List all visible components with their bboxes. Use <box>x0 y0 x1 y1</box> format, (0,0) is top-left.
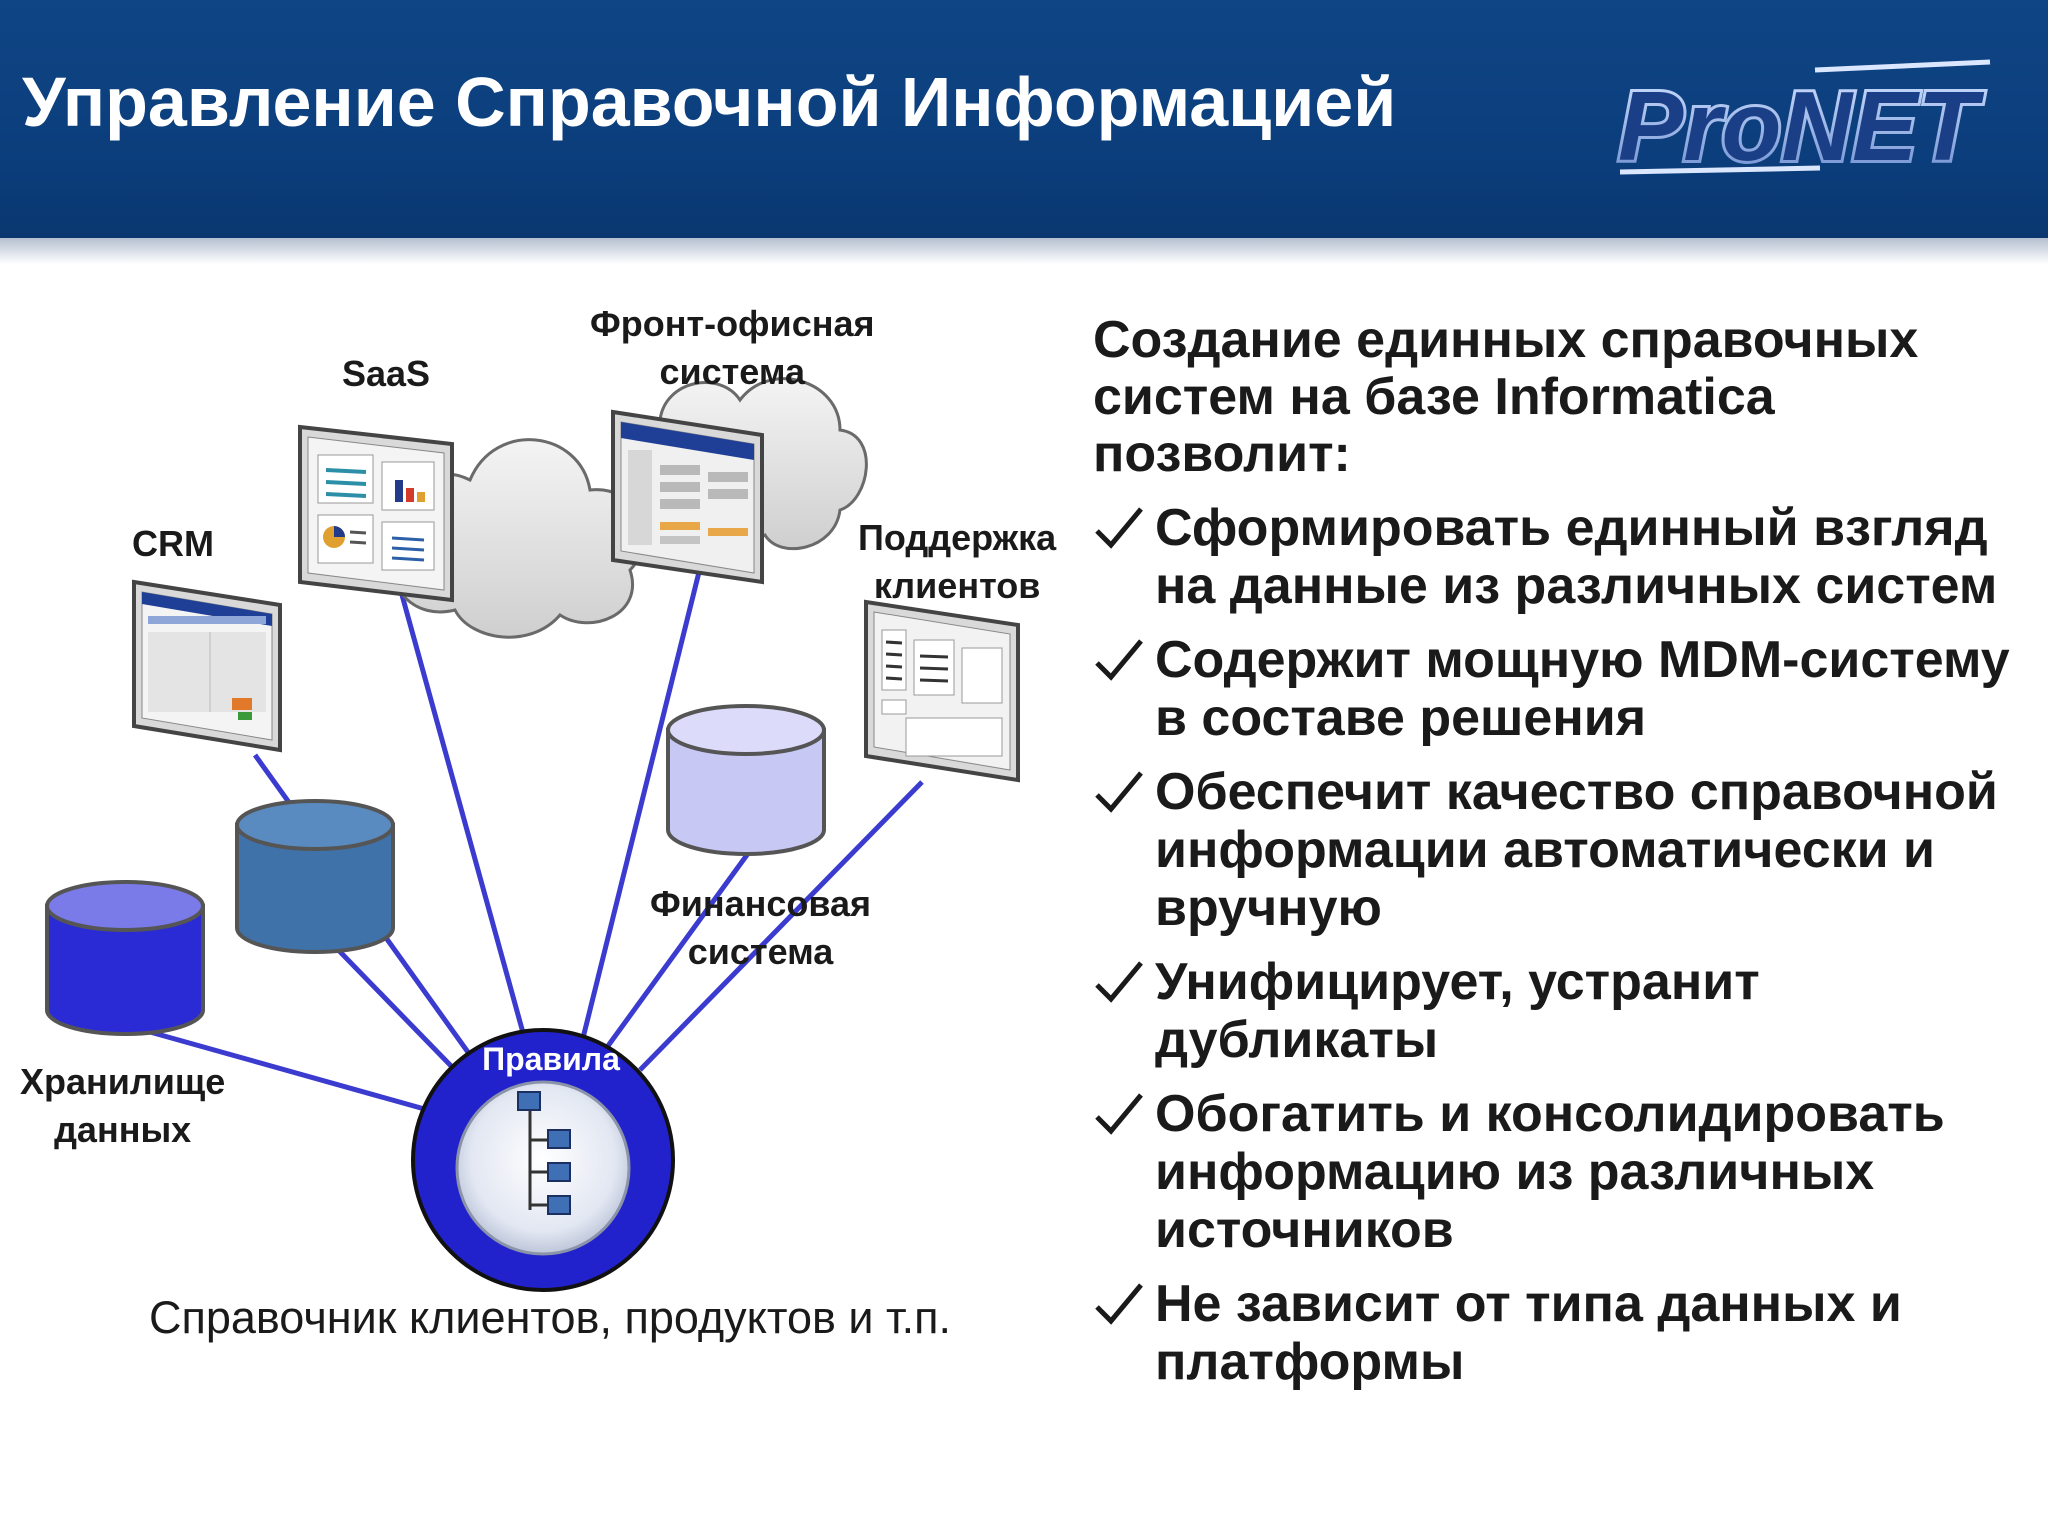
connector-saas <box>399 594 528 1041</box>
system-diagram: Правила SaaS Фронт-офисная система CRM П… <box>0 270 1090 1400</box>
checkmark-icon <box>1095 961 1143 1003</box>
header-bar <box>0 0 2048 238</box>
database-light-icon <box>666 704 826 856</box>
label-warehouse: Хранилище данных <box>20 1061 226 1150</box>
label-support: Поддержка клиентов <box>858 517 1057 606</box>
dashboard-screen-icon <box>298 424 454 603</box>
connector-support <box>638 780 924 1072</box>
hierarchy-icon <box>517 1091 571 1215</box>
database-warehouse-icon <box>45 880 205 1036</box>
checkmark-icon <box>1095 507 1143 549</box>
rules-hub: Правила <box>411 1028 675 1292</box>
header-shadow <box>0 238 2048 264</box>
list-item: Не зависит от типа данных и платформы <box>1093 1275 2033 1391</box>
checkmark-icon <box>1095 1283 1143 1325</box>
list-item: Сформировать единный взгляд на данные из… <box>1093 499 2033 615</box>
hub-label: Правила <box>482 1041 620 1077</box>
list-item: Унифицирует, устранит дубликаты <box>1093 953 2033 1069</box>
connector-front-office <box>580 559 705 1039</box>
label-crm: CRM <box>132 523 214 564</box>
app-screen-icon <box>611 409 764 585</box>
checkmark-icon <box>1095 639 1143 681</box>
list-item: Обогатить и консолидировать информацию и… <box>1093 1085 2033 1259</box>
list-item: Содержит мощную MDM-систему в составе ре… <box>1093 631 2033 747</box>
benefits-intro: Создание единных справочных систем на ба… <box>1093 311 1919 483</box>
crm-screen-icon <box>132 579 282 753</box>
pronet-logo: ProNET <box>1615 59 1991 184</box>
list-item: Обеспечит качество справочной информации… <box>1093 763 2033 937</box>
database-mid-icon <box>235 799 395 954</box>
diagram-canvas: Правила <box>45 377 1020 1292</box>
label-saas: SaaS <box>342 353 431 394</box>
front-office-node <box>611 377 868 585</box>
checkmark-icon <box>1095 1093 1143 1135</box>
checkmark-icon <box>1095 771 1143 813</box>
benefits-list: Сформировать единный взгляд на данные из… <box>1093 499 2033 1391</box>
saas-node <box>298 424 646 639</box>
logo-text: ProNET <box>1618 71 1985 181</box>
diagram-caption: Справочник клиентов, продуктов и т.п. <box>148 1292 952 1343</box>
support-screen-icon <box>864 599 1020 783</box>
connector-warehouse <box>149 1029 429 1113</box>
label-finance: Финансовая система <box>650 883 872 972</box>
page-title: Управление Справочной Информацией <box>22 63 1397 141</box>
benefits-panel: Создание единных справочных систем на ба… <box>1093 312 2033 1407</box>
connector-finance <box>602 846 755 1052</box>
label-front-office: Фронт-офисная система <box>590 303 875 392</box>
